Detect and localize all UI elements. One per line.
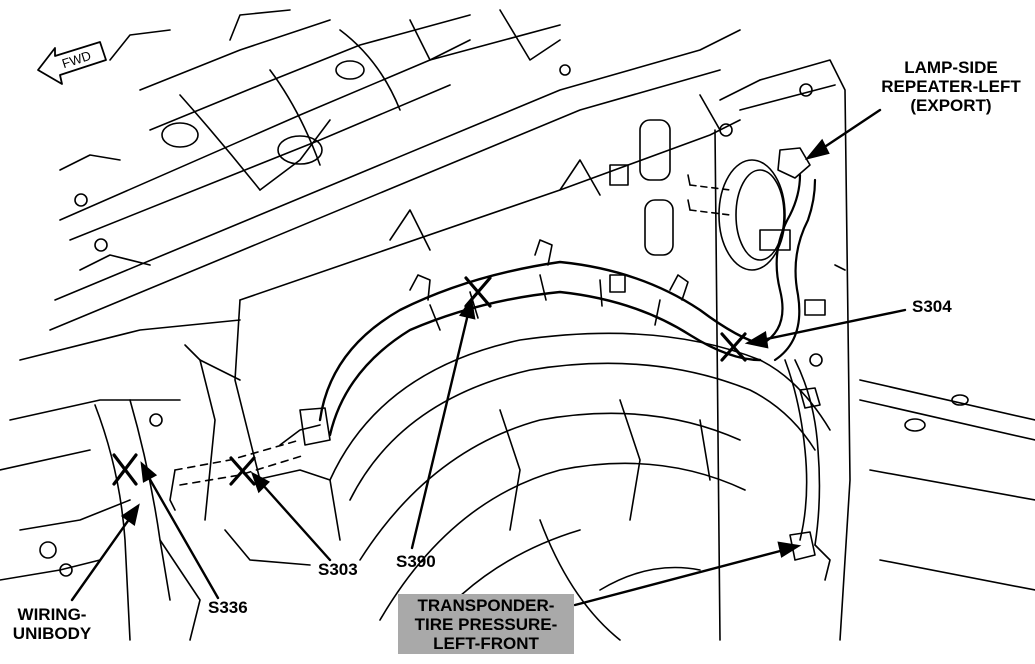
label-transponder-line-3: LEFT-FRONT	[433, 634, 539, 653]
label-transponder-line-1: TRANSPONDER-	[417, 596, 555, 615]
splice-marker-s336	[112, 453, 138, 486]
leader-wiring-unibody	[70, 503, 140, 602]
label-s304: S304	[912, 297, 952, 316]
fwd-label: FWD	[60, 48, 93, 71]
label-lamp-side-line-1: LAMP-SIDE	[904, 58, 998, 77]
leader-lamp-side	[804, 108, 882, 161]
leader-s390	[410, 296, 476, 550]
label-lamp-side-line-2: REPEATER-LEFT	[881, 77, 1021, 96]
label-s303: S303	[318, 560, 358, 579]
leader-s303	[250, 471, 332, 562]
cowl-structure	[49, 9, 741, 331]
leader-s304	[744, 308, 907, 349]
leader-transponder	[573, 541, 802, 607]
apron-panel	[234, 59, 851, 641]
transponder-connector	[789, 531, 831, 581]
lower-front-structure	[0, 319, 341, 641]
label-lamp-side-repeater: LAMP-SIDE REPEATER-LEFT (EXPORT)	[866, 58, 1035, 115]
label-transponder-line-2: TIRE PRESSURE-	[414, 615, 558, 634]
label-transponder: TRANSPONDER- TIRE PRESSURE- LEFT-FRONT	[398, 594, 574, 654]
main-harness	[169, 173, 821, 546]
splice-marker-s304	[720, 332, 747, 362]
label-lamp-side-line-3: (EXPORT)	[910, 96, 992, 115]
splice-marker-s303	[229, 456, 256, 486]
fwd-arrow	[37, 41, 107, 85]
label-s336: S336	[208, 598, 248, 617]
label-wiring-unibody-line-2: UNIBODY	[12, 624, 92, 643]
lamp-grommet	[687, 147, 811, 271]
leader-s336	[140, 461, 220, 600]
label-wiring-unibody-line-1: WIRING-	[17, 605, 87, 624]
label-s390: S390	[396, 552, 436, 571]
label-wiring-unibody: WIRING- UNIBODY	[0, 605, 104, 643]
